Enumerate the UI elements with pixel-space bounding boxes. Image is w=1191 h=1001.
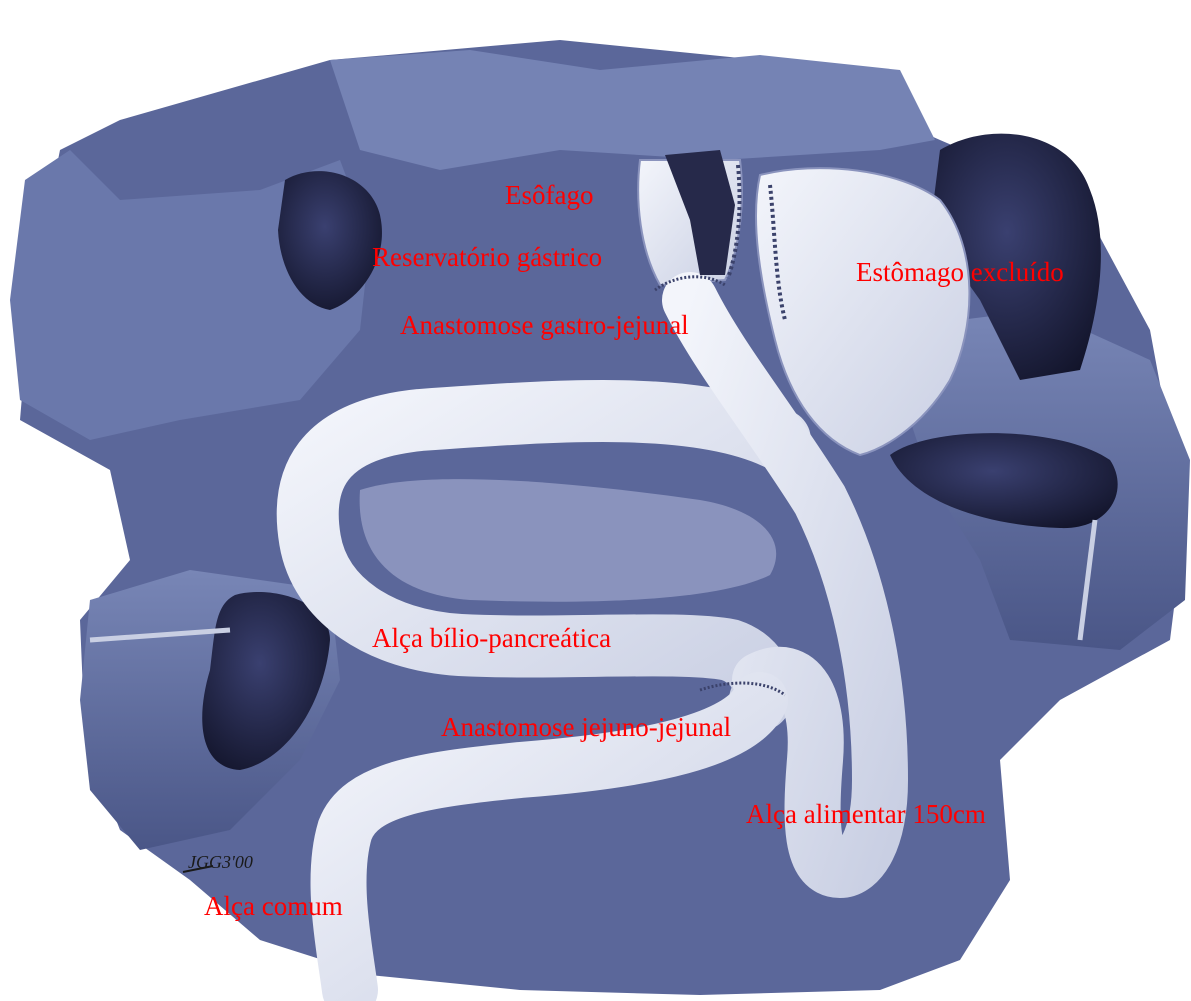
label-esofago: Esôfago <box>505 182 593 209</box>
label-anastomose-gastro-jejunal: Anastomose gastro-jejunal <box>400 312 689 339</box>
label-estomago-excluido: Estômago excluído <box>856 259 1064 286</box>
liver-upper <box>330 50 935 170</box>
label-reservatorio-gastrico: Reservatório gástrico <box>372 244 602 271</box>
artist-signature: JGG3'00 <box>178 848 278 878</box>
label-alca-bilio-pancreatica: Alça bílio-pancreática <box>372 625 611 652</box>
label-anastomose-jejuno-jejunal: Anastomose jejuno-jejunal <box>441 714 731 741</box>
svg-text:JGG3'00: JGG3'00 <box>188 852 253 872</box>
label-alca-comum: Alça comum <box>204 893 343 920</box>
label-alca-alimentar: Alça alimentar 150cm <box>746 801 986 828</box>
